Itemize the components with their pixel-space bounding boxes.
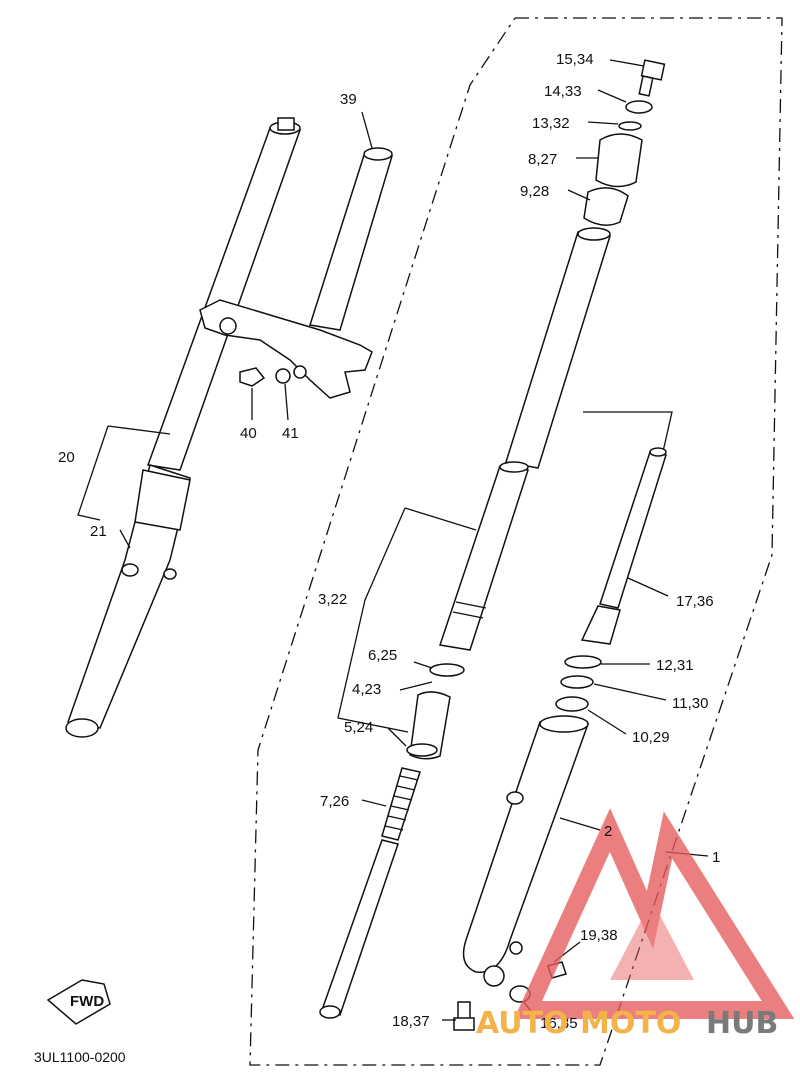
watermark-part3: HUB [706, 1006, 778, 1041]
label-5-24: 5,24 [344, 719, 373, 736]
label-41: 41 [282, 425, 299, 442]
label-13-32: 13,32 [532, 115, 570, 132]
label-39: 39 [340, 91, 357, 108]
label-10-29: 10,29 [632, 729, 670, 746]
watermark-part1: AUTO [476, 1006, 569, 1041]
label-15-34: 15,34 [556, 51, 594, 68]
watermark-part2: MOTO [580, 1006, 681, 1041]
damper-top-parts [319, 59, 666, 1019]
label-16-35: 16,35 [540, 1015, 578, 1032]
label-8-27: 8,27 [528, 151, 557, 168]
label-17-36: 17,36 [676, 593, 714, 610]
diagram-code: 3UL1100-0200 [34, 1049, 126, 1065]
label-6-25: 6,25 [368, 647, 397, 664]
watermark-text: AUTO MOTO HUB [476, 1006, 778, 1041]
label-9-28: 9,28 [520, 183, 549, 200]
label-2: 2 [604, 823, 612, 840]
label-11-30: 11,30 [672, 695, 708, 712]
label-18-37: 18,37 [392, 1013, 430, 1030]
label-12-31: 12,31 [656, 657, 694, 674]
watermark-logo [514, 808, 795, 1019]
part-labels: 15,34 14,33 13,32 8,27 9,28 39 20 21 40 … [58, 51, 720, 1032]
label-19-38: 19,38 [580, 927, 618, 944]
label-14-33: 14,33 [544, 83, 582, 100]
fwd-arrow: FWD [46, 979, 111, 1025]
fwd-label: FWD [70, 993, 104, 1010]
label-40: 40 [240, 425, 257, 442]
label-21: 21 [90, 523, 107, 540]
left-fork-assembly [65, 117, 393, 738]
right-leaders [337, 59, 709, 1021]
label-20: 20 [58, 449, 75, 466]
left-leaders [77, 111, 373, 549]
lower-fork-parts [453, 447, 667, 1031]
assembly-outline [249, 17, 783, 1066]
label-4-23: 4,23 [352, 681, 381, 698]
label-7-26: 7,26 [320, 793, 349, 810]
label-3-22: 3,22 [318, 591, 347, 608]
label-1: 1 [712, 849, 720, 866]
